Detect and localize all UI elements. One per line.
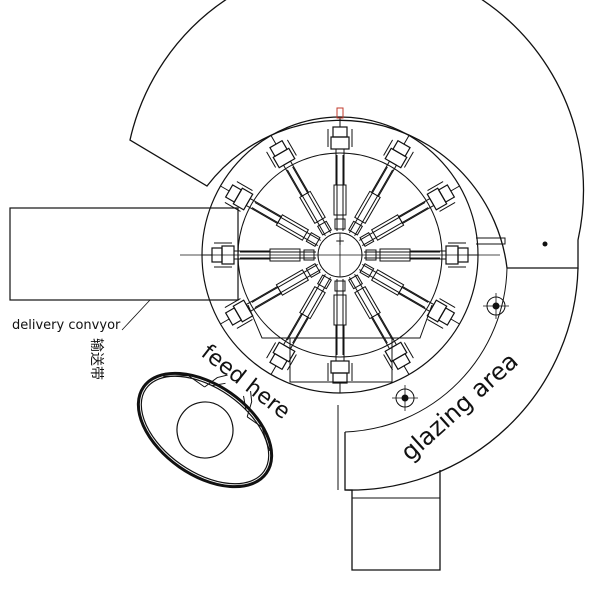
station-arm xyxy=(327,117,353,231)
station-arm xyxy=(347,135,414,236)
glazing-area-boundary xyxy=(344,267,508,433)
conveyor-label-en: delivery convyor xyxy=(12,318,121,333)
conveyor-leader xyxy=(121,299,151,331)
glazing-notch xyxy=(476,237,506,245)
station-arm xyxy=(266,274,333,375)
glazing-marker-dot xyxy=(542,241,548,247)
glazing-area-label: glazing area xyxy=(395,347,523,466)
glazing-guard xyxy=(129,0,585,269)
station-arm xyxy=(266,135,333,236)
target-mark-upper xyxy=(483,293,509,319)
station-arm xyxy=(359,181,460,248)
target-mark-lower xyxy=(392,385,418,411)
station-arms xyxy=(202,107,478,393)
station-arm xyxy=(327,279,353,393)
conveyor-label-cn: 输送带 xyxy=(88,338,104,380)
top-station-marker xyxy=(336,107,344,119)
delivery-conveyor xyxy=(9,207,239,301)
station-arm xyxy=(220,181,321,248)
glazing-housing-arc xyxy=(344,267,579,491)
output-chute xyxy=(344,432,441,571)
station-arm xyxy=(359,262,460,329)
station-arm xyxy=(220,262,321,329)
center-mark: + xyxy=(335,234,345,248)
station-arm xyxy=(202,242,316,268)
station-arm xyxy=(347,274,414,375)
station-arm xyxy=(364,242,478,268)
operator-figure xyxy=(136,371,274,489)
